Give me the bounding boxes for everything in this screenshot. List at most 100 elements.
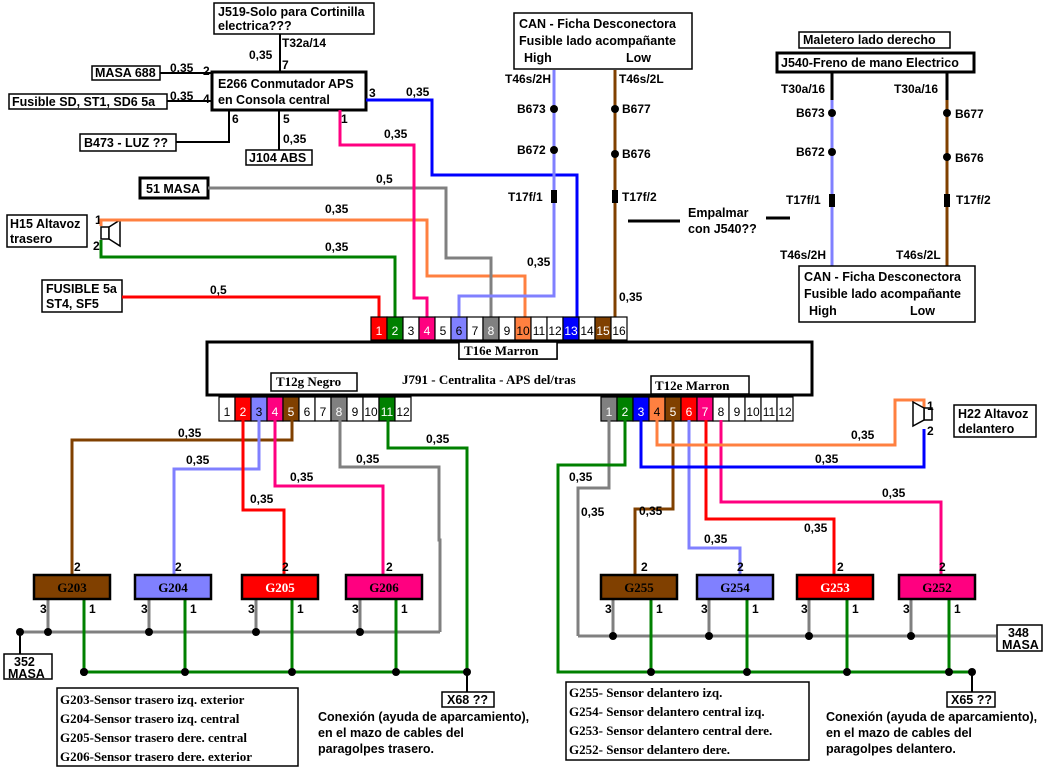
t12e-pin-label-11: 11: [763, 405, 776, 419]
front-sensor-label-G253: G253: [820, 580, 850, 595]
can-left-t17f2: T17f/2: [622, 190, 657, 204]
t16e-label-over: T16e Marron: [464, 343, 539, 358]
fusible5a-line1: FUSIBLE 5a: [46, 282, 118, 296]
fusible5a-box: [41, 279, 123, 313]
j519-line2: electrica???: [218, 19, 292, 33]
splice-b676-right: [943, 153, 951, 161]
t12g-pin-label-6: 6: [304, 405, 311, 419]
right-b676: B676: [955, 151, 984, 165]
front-gauge-green: 0,35: [569, 470, 593, 484]
fusible5a-line2: ST4, SF5: [46, 297, 99, 311]
front-sensor-label-G254: G254: [720, 580, 750, 595]
t16e-pin-label-2: 2: [392, 324, 399, 338]
masa688-pin: 2: [203, 64, 210, 78]
wire-pink-e266: [338, 110, 429, 317]
rear-G204-pin1: 1: [190, 602, 197, 616]
front-legend-3: G252- Sensor delantero dere.: [569, 742, 730, 757]
masa51-label: 51 MASA: [146, 182, 200, 196]
b473-wire: [176, 110, 230, 143]
masa348-line1: 348: [1008, 626, 1029, 640]
splice-b673-right: [828, 109, 836, 117]
t16e-pin-label-13: 13: [564, 324, 578, 338]
rear-sensor-label-G203: G203: [57, 580, 87, 595]
t12g-pin-label-10: 10: [364, 405, 378, 419]
masa51-gauge: 0,5: [376, 172, 393, 186]
front-sensor-G255: [599, 573, 679, 601]
j540-label: J540-Freno de mano Electrico: [781, 56, 959, 70]
t12g-pin-label-12: 12: [396, 405, 410, 419]
h15-line2: trasero: [10, 232, 53, 246]
masa348-box: [996, 624, 1043, 652]
j519-pin: T32a/14: [282, 36, 326, 50]
fusible-sd-pin: 4: [203, 92, 210, 106]
rear-gauge-lightblue: 0,35: [186, 453, 210, 467]
wire-rear-green: [386, 420, 469, 672]
rear-G206-pin3: 3: [352, 602, 359, 616]
j104-label: J104 ABS: [249, 151, 306, 165]
can-left-b677: B677: [622, 102, 651, 116]
t16e-pin-label-6: 6: [456, 324, 463, 338]
rear-gauge-pink: 0,35: [290, 470, 314, 484]
front-gauge-orange: 0,35: [851, 428, 875, 442]
rear-note-1: en el mazo de cables del: [318, 726, 464, 740]
x65-label: X65 ??: [951, 693, 992, 707]
can-right-line1: CAN - Ficha Desconectora: [804, 270, 962, 284]
rear-G205-signal-splice: [288, 668, 296, 676]
j540-t30a16-left: T30a/16: [781, 82, 825, 96]
h15-line1: H15 Altavoz: [10, 217, 80, 231]
rear-G203-ground-splice: [44, 628, 52, 636]
front-G255-pin3: 3: [605, 602, 612, 616]
empalmar-line1: Empalmar: [688, 206, 749, 220]
t16e-pin-label-14: 14: [580, 324, 594, 338]
rear-G204-signal-splice: [181, 668, 189, 676]
wire-rear-pink: [273, 420, 385, 575]
front-gauge-pink: 0,35: [882, 486, 906, 500]
front-gauge-grey: 0,35: [581, 505, 605, 519]
masa688-gauge: 0,35: [170, 61, 194, 75]
wire-orange-h15: [99, 218, 527, 317]
rear-G203-pin1: 1: [89, 602, 96, 616]
front-legend-box: [565, 681, 810, 761]
e266-pin5-gauge: 0,35: [283, 132, 307, 146]
can-right-low: Low: [910, 304, 935, 318]
right-b672: B672: [796, 145, 825, 159]
gauge-lightblue-can: 0,35: [527, 255, 551, 269]
t16e-pin-label-3: 3: [408, 324, 415, 338]
right-b673: B673: [796, 106, 825, 120]
masa352-line1: 352: [14, 655, 35, 669]
h22-line2: delantero: [958, 422, 1015, 436]
connector-t17f2-left: [612, 190, 618, 203]
rear-sensor-label-G204: G204: [158, 580, 188, 595]
front-G254-pin2: 2: [737, 560, 744, 574]
j791-title: J791 - Centralita - APS del/tras: [402, 372, 576, 387]
can-left-t46s2l: T46s/2L: [619, 72, 664, 86]
front-G253-pin2: 2: [837, 560, 844, 574]
t12e-pin-12: [776, 396, 794, 422]
e266-line2: en Consola central: [218, 93, 330, 107]
wire-front-green: [556, 420, 972, 674]
right-t46s2h: T46s/2H: [780, 248, 826, 262]
x68-label: X68 ??: [447, 693, 488, 707]
e266-pin5: 5: [283, 112, 290, 126]
rear-G206-ground-splice: [356, 628, 364, 636]
right-b677: B677: [955, 107, 984, 121]
can-right-high: High: [809, 304, 837, 318]
front-G252-pin1: 1: [954, 602, 961, 616]
rear-G205-pin3: 3: [248, 602, 255, 616]
wire-front-pink: [719, 420, 943, 575]
splice-b677-right: [943, 109, 951, 117]
t12e-pin-label-10: 10: [746, 405, 760, 419]
t12g-pin-label-1: 1: [224, 405, 231, 419]
rear-legend-box: [56, 687, 299, 767]
t16e-pin-label-16: 16: [612, 324, 626, 338]
wire-rear-brown: [70, 420, 294, 575]
can-left-high: High: [524, 51, 552, 65]
t16e-pin-label-11: 11: [533, 324, 546, 338]
can-left-b673: B673: [517, 102, 546, 116]
front-G252-pin2: 2: [939, 560, 946, 574]
front-G254-signal-splice: [743, 668, 751, 676]
